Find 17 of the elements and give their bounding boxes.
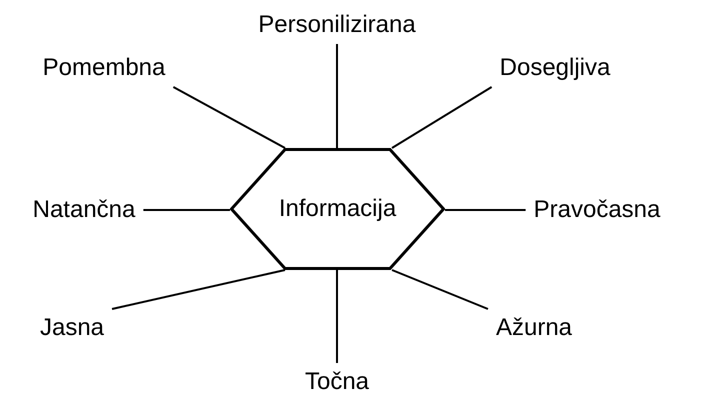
attribute-label: Pomembna: [42, 53, 166, 83]
connector-line: [392, 269, 488, 310]
attribute-label: Pravočasna: [534, 195, 660, 225]
connector-line: [391, 86, 492, 149]
connector-line: [336, 44, 338, 148]
attribute-label: Ažurna: [496, 313, 572, 343]
connector-line: [143, 209, 230, 211]
attribute-label: Dosegljiva: [500, 53, 610, 83]
attribute-label: Natančna: [32, 195, 136, 225]
connector-line: [172, 86, 286, 149]
connector-line: [112, 269, 286, 310]
attribute-label: Personilizirana: [258, 10, 416, 40]
attribute-label: Jasna: [40, 313, 104, 343]
attribute-label: Točna: [304, 367, 370, 397]
center-label: Informacija: [278, 194, 396, 224]
connector-line: [336, 270, 338, 363]
connector-line: [445, 209, 526, 211]
